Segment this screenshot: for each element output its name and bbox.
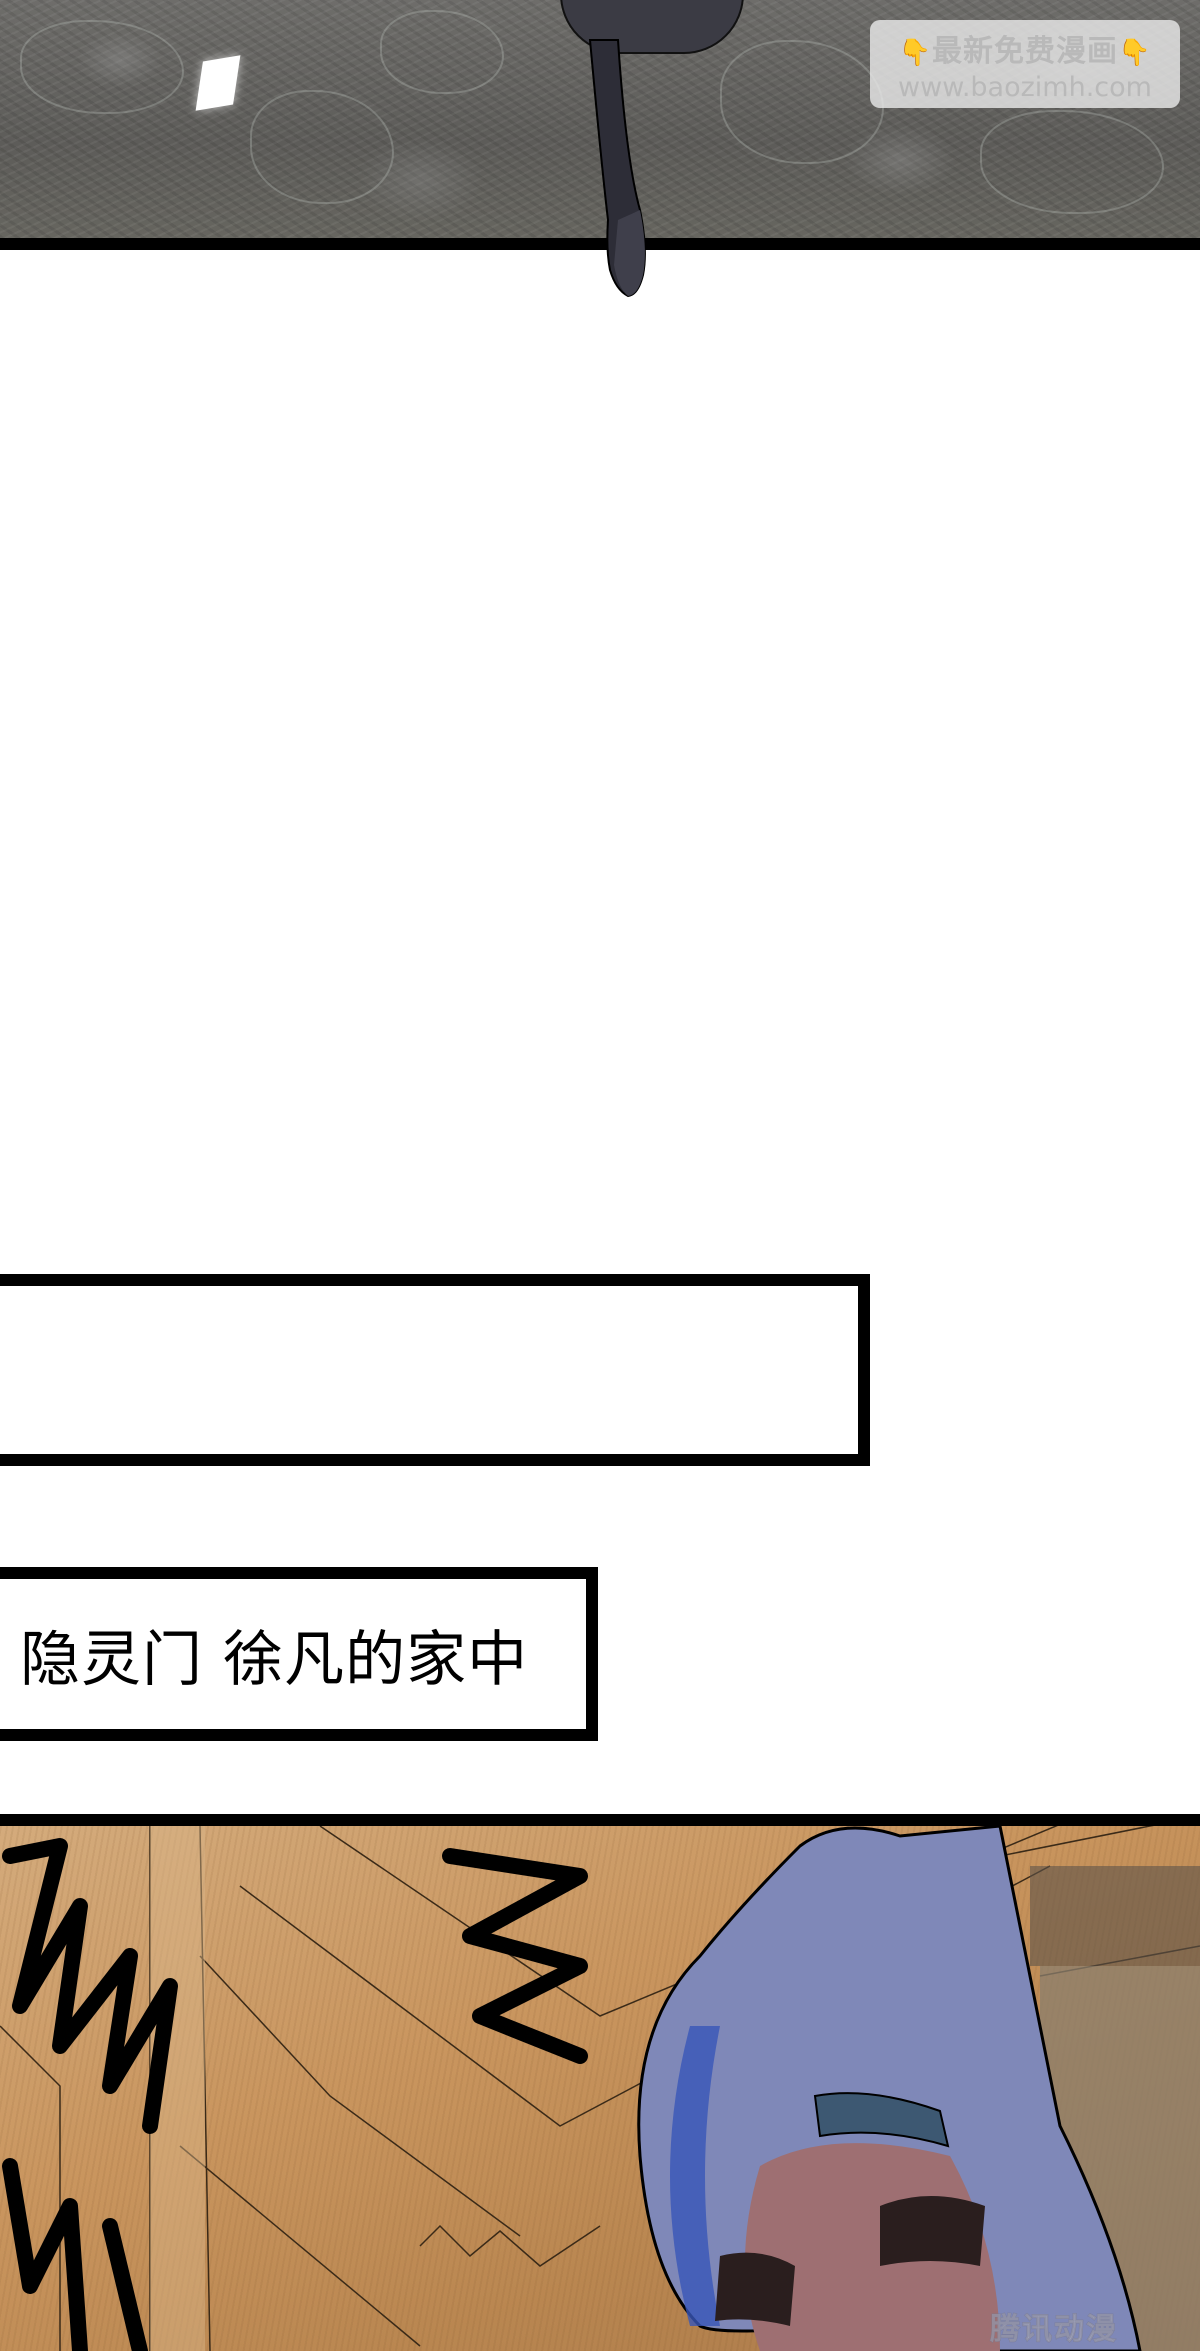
character-headband <box>813 2092 950 2148</box>
character-face <box>745 2143 1000 2351</box>
eye-shadow <box>715 2252 795 2326</box>
location-caption-text: 隐灵门 徐凡的家中 <box>20 1624 529 1695</box>
stone-texture <box>20 20 184 114</box>
panel-border <box>0 1814 1200 1826</box>
pointing-hand-icon: 👇 <box>1118 38 1152 68</box>
light-glint <box>195 55 241 111</box>
scene-illustration <box>0 1826 1200 2351</box>
stone-texture <box>380 10 504 94</box>
wooden-interior-panel: 腾讯动漫 <box>0 1826 1200 2351</box>
watermark-url: www.baozimh.com <box>898 72 1152 103</box>
watermark-title: 👇最新免费漫画👇 <box>898 34 1152 69</box>
stone-texture <box>980 110 1164 214</box>
publisher-watermark: 腾讯动漫 <box>990 2312 1118 2348</box>
stone-texture <box>250 90 394 204</box>
eye-shadow <box>880 2196 985 2266</box>
pointing-hand-icon: 👇 <box>898 38 932 68</box>
site-watermark: 👇最新免费漫画👇 www.baozimh.com <box>870 20 1180 108</box>
panel-border <box>0 238 1200 250</box>
stone-texture <box>720 40 884 164</box>
character-leg <box>588 39 646 298</box>
empty-caption-box <box>0 1274 870 1466</box>
location-caption-box: 隐灵门 徐凡的家中 <box>0 1567 598 1741</box>
